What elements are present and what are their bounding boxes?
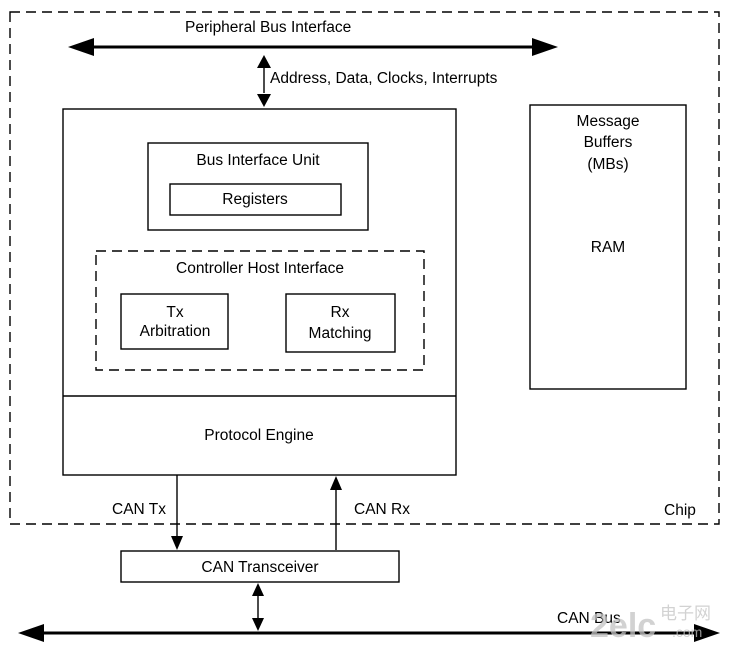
message-buffers-label-line2: Buffers bbox=[584, 134, 633, 151]
can-transceiver-box bbox=[120, 550, 400, 583]
tx-arbitration-label-line2: Arbitration bbox=[140, 323, 211, 340]
message-buffers-box bbox=[529, 104, 687, 390]
transceiver-bus-arrow bbox=[252, 583, 264, 631]
chip-label: Chip bbox=[664, 502, 696, 519]
controller-host-interface-box bbox=[95, 250, 425, 371]
message-buffers-label-line1: Message bbox=[577, 113, 640, 130]
controller-host-interface-label: Controller Host Interface bbox=[176, 260, 344, 277]
protocol-engine-label: Protocol Engine bbox=[204, 427, 313, 444]
message-buffers-label-line3: (MBs) bbox=[587, 156, 628, 173]
can-tx-label: CAN Tx bbox=[112, 501, 166, 518]
watermark-latin: 2elc bbox=[590, 607, 656, 645]
can-bus-label: CAN Bus bbox=[557, 610, 621, 627]
tx-arbitration-label-line1: Tx bbox=[166, 304, 183, 321]
can-rx-label: CAN Rx bbox=[354, 501, 410, 518]
registers-label: Registers bbox=[222, 191, 288, 208]
watermark-com: .com bbox=[672, 624, 702, 640]
bus-interface-unit-label: Bus Interface Unit bbox=[196, 152, 320, 169]
can-rx-arrow bbox=[330, 476, 342, 550]
watermark-cn: 电子网 bbox=[660, 604, 711, 623]
rx-matching-label-line2: Matching bbox=[309, 325, 372, 342]
peripheral-bus-label: Peripheral Bus Interface bbox=[185, 19, 351, 36]
signals-label: Address, Data, Clocks, Interrupts bbox=[270, 70, 498, 87]
can-transceiver-label: CAN Transceiver bbox=[201, 559, 318, 576]
can-tx-arrow bbox=[171, 475, 183, 550]
can-bus-arrow bbox=[18, 624, 720, 642]
tx-arbitration-box bbox=[120, 293, 229, 350]
registers-box bbox=[169, 183, 342, 216]
chip-boundary bbox=[9, 11, 720, 525]
rx-matching-box bbox=[285, 293, 396, 353]
bus-connection-arrow bbox=[257, 55, 271, 107]
peripheral-bus-arrow bbox=[68, 38, 558, 56]
ram-label: RAM bbox=[591, 239, 625, 256]
watermark-logo: 2elc 电子网 .com bbox=[590, 604, 711, 645]
rx-matching-label-line1: Rx bbox=[331, 304, 350, 321]
